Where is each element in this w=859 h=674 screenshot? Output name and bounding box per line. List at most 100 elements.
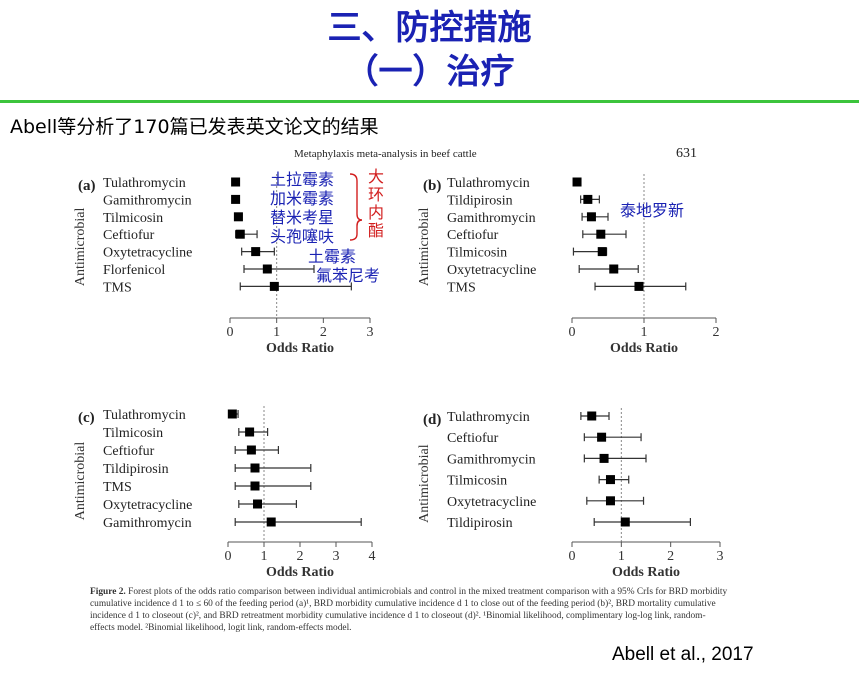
annotation-drug-name: 氟苯尼考 <box>316 266 380 285</box>
figure-caption: Figure 2. Forest plots of the odds ratio… <box>90 586 730 634</box>
row-label: Gamithromycin <box>447 452 536 467</box>
running-head: Metaphylaxis meta-analysis in beef cattl… <box>294 148 477 160</box>
point-estimate <box>597 247 607 257</box>
caption-label: Figure 2. <box>90 587 126 597</box>
point-estimate <box>227 409 237 419</box>
row-label: TMS <box>447 280 476 295</box>
figure-image: Metaphylaxis meta-analysis in beef cattl… <box>62 144 746 644</box>
y-axis-label: Antimicrobial <box>73 442 88 521</box>
row-label: Tilmicosin <box>103 426 163 441</box>
point-estimate <box>231 177 241 187</box>
title-divider <box>0 100 859 103</box>
point-estimate <box>262 264 272 274</box>
annotation-drug-name: 头孢噻呋 <box>270 227 334 246</box>
row-label: Ceftiofur <box>447 228 499 243</box>
point-estimate <box>250 481 260 491</box>
slide-subtitle: （一）治疗 <box>344 52 515 92</box>
x-tick-label: 1 <box>261 549 268 564</box>
panel-label: (a) <box>78 178 96 194</box>
row-label: Tulathromycin <box>447 176 530 191</box>
point-estimate <box>609 264 619 274</box>
point-estimate <box>605 496 615 506</box>
row-label: Gamithromycin <box>447 211 536 226</box>
point-estimate <box>587 411 597 421</box>
row-label: Tulathromycin <box>103 176 186 191</box>
point-estimate <box>586 212 596 222</box>
point-estimate <box>245 427 255 437</box>
x-tick-label: 2 <box>320 325 327 340</box>
row-label: Oxytetracycline <box>103 498 192 513</box>
row-label: Gamithromycin <box>103 193 192 208</box>
x-axis-label: Odds Ratio <box>266 565 334 580</box>
annotation-macrolide: 内 <box>368 203 384 222</box>
point-estimate <box>605 475 615 485</box>
caption-text: Forest plots of the odds ratio compariso… <box>90 587 728 633</box>
row-label: Gamithromycin <box>103 516 192 531</box>
annotation-macrolide: 环 <box>368 185 384 204</box>
annotation-drug-name: 土拉霉素 <box>270 170 334 189</box>
x-tick-label: 2 <box>713 325 720 340</box>
x-tick-label: 4 <box>369 549 376 564</box>
row-label: Tildipirosin <box>447 193 513 208</box>
panel-label: (d) <box>423 412 441 428</box>
row-label: Ceftiofur <box>103 228 155 243</box>
annotation-drug-name: 加米霉素 <box>270 189 334 208</box>
point-estimate <box>597 432 607 442</box>
x-tick-label: 0 <box>569 549 576 564</box>
point-estimate <box>253 499 263 509</box>
row-label: Tildipirosin <box>103 462 169 477</box>
annotation-drug-name: 土霉素 <box>308 247 356 266</box>
point-estimate <box>251 247 261 257</box>
point-estimate <box>596 229 606 239</box>
point-estimate <box>599 453 609 463</box>
annotation-macrolide: 酯 <box>368 221 384 240</box>
x-tick-label: 3 <box>333 549 340 564</box>
annotation-bracket <box>349 173 363 241</box>
row-label: Tulathromycin <box>447 410 530 425</box>
row-label: TMS <box>103 480 132 495</box>
point-estimate <box>634 281 644 291</box>
panel-label: (b) <box>423 178 441 194</box>
annotation-drug-name: 替米考星 <box>270 208 334 227</box>
x-tick-label: 0 <box>227 325 234 340</box>
row-label: Ceftiofur <box>447 431 499 446</box>
row-label: Oxytetracycline <box>447 495 536 510</box>
point-estimate <box>250 463 260 473</box>
x-tick-label: 2 <box>297 549 304 564</box>
row-label: Tilmicosin <box>447 474 507 489</box>
point-estimate <box>572 177 582 187</box>
row-label: Oxytetracycline <box>103 246 192 261</box>
point-estimate <box>620 517 630 527</box>
row-label: Florfenicol <box>103 263 165 278</box>
x-tick-label: 1 <box>641 325 648 340</box>
x-tick-label: 2 <box>667 549 674 564</box>
citation: Abell et al., 2017 <box>612 644 754 665</box>
row-label: Ceftiofur <box>103 444 155 459</box>
x-axis-label: Odds Ratio <box>266 341 334 356</box>
y-axis-label: Antimicrobial <box>73 208 88 287</box>
x-axis-label: Odds Ratio <box>610 341 678 356</box>
row-label: Tulathromycin <box>103 408 186 423</box>
annotation-macrolide: 大 <box>368 167 384 186</box>
x-tick-label: 1 <box>273 325 280 340</box>
intro-text: Abell等分析了170篇已发表英文论文的结果 <box>10 116 379 138</box>
row-label: TMS <box>103 280 132 295</box>
x-tick-label: 0 <box>569 325 576 340</box>
row-label: Oxytetracycline <box>447 263 536 278</box>
x-tick-label: 0 <box>225 549 232 564</box>
slide-title: 三、防控措施 <box>327 8 532 48</box>
point-estimate <box>266 517 276 527</box>
panel-label: (c) <box>78 410 95 426</box>
point-estimate <box>235 229 245 239</box>
row-label: Tilmicosin <box>447 246 507 261</box>
row-label: Tildipirosin <box>447 516 513 531</box>
x-axis-label: Odds Ratio <box>612 565 680 580</box>
x-tick-label: 3 <box>717 549 724 564</box>
y-axis-label: Antimicrobial <box>417 208 432 287</box>
point-estimate <box>269 281 279 291</box>
y-axis-label: Antimicrobial <box>417 444 432 523</box>
annotation-tildipirosin: 泰地罗新 <box>620 201 684 220</box>
point-estimate <box>231 194 241 204</box>
x-tick-label: 3 <box>367 325 374 340</box>
x-tick-label: 1 <box>618 549 625 564</box>
